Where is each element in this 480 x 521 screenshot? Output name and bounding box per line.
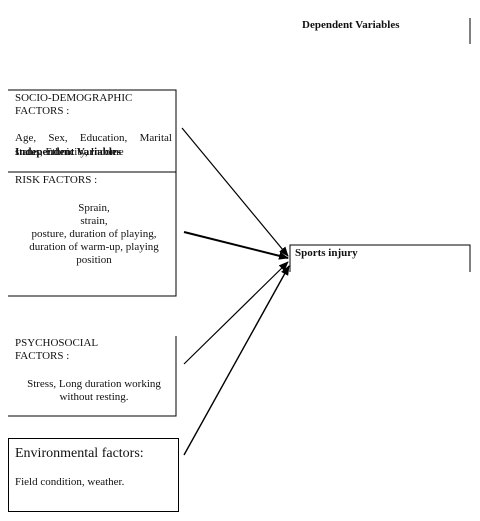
socio-item-sex: Sex, [48, 132, 68, 144]
outcome-label: Sports injury [295, 247, 358, 259]
env-title: Environmental factors: [15, 446, 144, 461]
arrow-risk [183, 231, 289, 260]
risk-title: RISK FACTORS : [15, 174, 98, 186]
socio-item-education: Education, [79, 132, 128, 144]
psycho-items: Stress, Long duration working without re… [14, 378, 174, 404]
risk-items: Sprain, strain, posture, duration of pla… [14, 202, 174, 267]
risk-item: duration of warm-up, playing [29, 241, 159, 253]
env-box-border [8, 438, 179, 512]
psycho-item: without resting. [59, 391, 129, 403]
socio-item-marital: Marital [139, 132, 172, 144]
arrow-socio [181, 127, 289, 257]
risk-box-border [8, 171, 177, 297]
psycho-title-line2: FACTORS : [15, 350, 70, 362]
arrow-env [183, 265, 290, 456]
env-items: Field condition, weather. [15, 476, 125, 488]
risk-item: Sprain, [78, 202, 110, 214]
socio-items-line1: Age, Sex, Education, Marital [15, 132, 172, 145]
dependent-variables-header: Dependent Variables [302, 19, 400, 31]
psycho-box-border [8, 336, 177, 417]
arrow-psycho [183, 261, 289, 365]
risk-item: strain, [80, 215, 108, 227]
socio-title-line2: FACTORS : [15, 105, 70, 117]
socio-items-line2: status, Ethnicity, Income [15, 146, 124, 158]
risk-item: posture, duration of playing, [31, 228, 157, 240]
socio-title-line1: SOCIO-DEMOGRAPHIC [15, 92, 133, 104]
socio-item-age: Age, [15, 132, 37, 144]
psycho-item: Stress, Long duration working [27, 378, 161, 390]
outcome-box-border [289, 244, 471, 272]
psycho-title-line1: PSYCHOSOCIAL [15, 337, 99, 349]
risk-item: position [76, 254, 112, 266]
independent-variables-header: Independent Variables [15, 146, 122, 158]
